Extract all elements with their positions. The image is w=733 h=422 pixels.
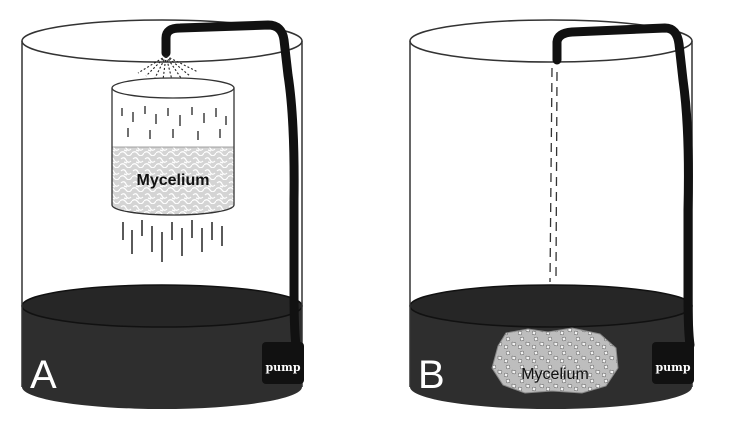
tube-a	[161, 20, 301, 350]
stream-b	[549, 67, 558, 283]
pump-a	[262, 342, 304, 384]
mycelium-pile-b	[491, 327, 619, 394]
panel-label-a: A	[30, 353, 57, 397]
spray-a	[137, 55, 199, 81]
mycelium-label-b: Mycelium	[521, 366, 589, 383]
pump-b	[652, 342, 694, 384]
mycelium-label-a: Mycelium	[137, 172, 210, 189]
liquid-surface-b	[409, 284, 693, 328]
panel-a: Mycelium pump A	[21, 19, 304, 409]
panel-label-b: B	[418, 353, 445, 397]
panel-b: Mycelium pump B	[409, 19, 695, 409]
liquid-a	[22, 306, 302, 409]
pump-label-b: pump	[655, 361, 690, 374]
pump-label-a: pump	[265, 361, 300, 374]
liquid-surface-a	[21, 284, 303, 328]
drips-a	[122, 220, 223, 262]
tube-b	[552, 23, 695, 350]
basket-a	[111, 77, 235, 216]
